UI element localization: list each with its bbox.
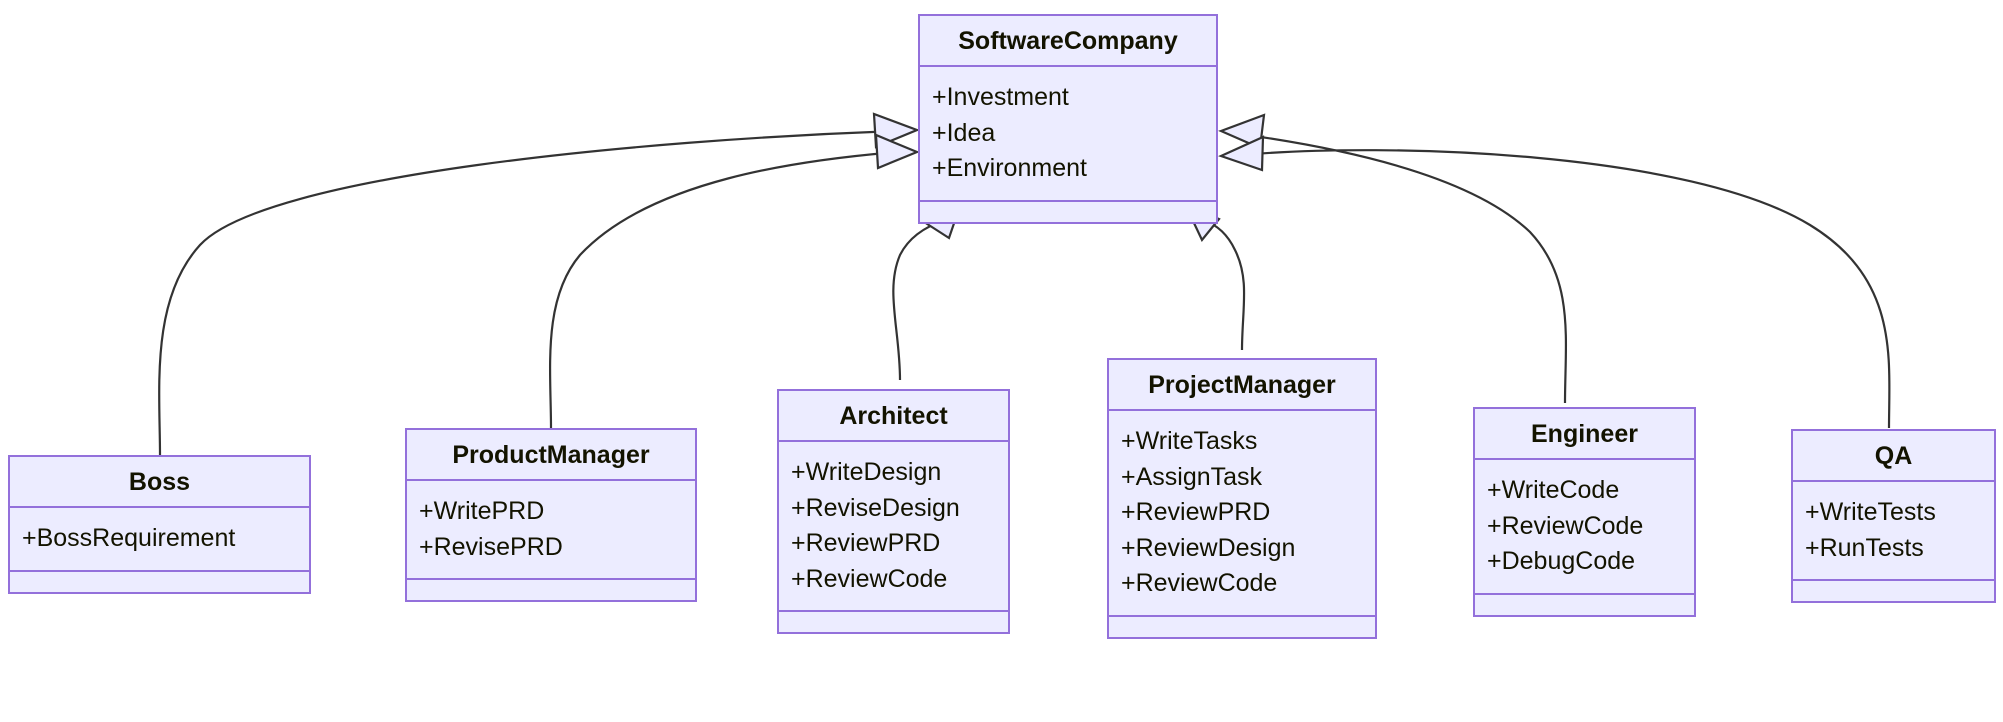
class-attribute: +RevisePRD [419, 532, 563, 561]
class-attribute: +ReviewCode [1121, 569, 1278, 598]
class-attribute: +ReviewPRD [1121, 498, 1271, 527]
class-attribute: +WriteCode [1487, 476, 1620, 505]
class-attribute: +ReviewDesign [1121, 533, 1296, 562]
class-attribute: +Environment [932, 154, 1087, 183]
class-node-productmanager[interactable]: ProductManager +WritePRD +RevisePRD [405, 428, 697, 603]
class-attribute: +WriteTasks [1121, 427, 1258, 456]
class-node-architect[interactable]: Architect +WriteDesign +ReviseDesign +Re… [777, 389, 1010, 635]
class-attributes-qa: +WriteTests +RunTests [1793, 482, 1994, 582]
class-attribute: +DebugCode [1487, 547, 1636, 576]
class-methods-qa [1793, 581, 1994, 601]
class-attribute: +RunTests [1805, 533, 1924, 562]
class-attribute: +WritePRD [419, 497, 545, 526]
class-attribute: +BossRequirement [22, 524, 236, 553]
class-attribute: +ReviewCode [791, 564, 948, 593]
class-title-engineer: Engineer [1475, 409, 1694, 461]
inheritance-arrowhead-qa [1218, 135, 1265, 172]
class-attributes-productmanager: +WritePRD +RevisePRD [407, 481, 695, 581]
class-methods-architect [779, 612, 1008, 632]
class-attributes-softwarecompany: +Investment +Idea +Environment [920, 67, 1216, 202]
inheritance-arrowhead-engineer [1218, 113, 1266, 150]
class-attribute: +Investment [932, 83, 1069, 112]
class-title-qa: QA [1793, 431, 1994, 483]
class-node-qa[interactable]: QA +WriteTests +RunTests [1791, 429, 1996, 604]
class-node-boss[interactable]: Boss +BossRequirement [8, 455, 311, 594]
edge-architect-to-softwarecompany [892, 218, 946, 381]
class-title-softwarecompany: SoftwareCompany [920, 16, 1216, 68]
class-methods-engineer [1475, 595, 1694, 615]
class-title-architect: Architect [779, 391, 1008, 443]
class-methods-projectmanager [1109, 617, 1375, 637]
class-attribute: +ReviseDesign [791, 493, 960, 522]
class-attribute: +Idea [932, 118, 996, 147]
class-title-boss: Boss [10, 457, 309, 509]
class-methods-productmanager [407, 580, 695, 600]
edge-projectmanager-to-softwarecompany [1202, 218, 1246, 351]
class-attribute: +ReviewCode [1487, 511, 1644, 540]
class-attribute: +WriteDesign [791, 458, 942, 487]
class-title-productmanager: ProductManager [407, 430, 695, 482]
inheritance-arrowhead-productmanager [874, 133, 920, 170]
edge-productmanager-to-softwarecompany [549, 150, 898, 429]
class-node-engineer[interactable]: Engineer +WriteCode +ReviewCode +DebugCo… [1473, 407, 1696, 617]
class-node-softwarecompany[interactable]: SoftwareCompany +Investment +Idea +Envir… [918, 14, 1218, 224]
class-node-projectmanager[interactable]: ProjectManager +WriteTasks +AssignTask +… [1107, 358, 1377, 639]
class-attribute: +WriteTests [1805, 498, 1936, 527]
class-attribute: +AssignTask [1121, 462, 1263, 491]
class-attributes-engineer: +WriteCode +ReviewCode +DebugCode [1475, 460, 1694, 595]
class-attributes-projectmanager: +WriteTasks +AssignTask +ReviewPRD +Revi… [1109, 411, 1375, 617]
class-methods-softwarecompany [920, 202, 1216, 222]
class-attributes-boss: +BossRequirement [10, 508, 309, 572]
class-title-projectmanager: ProjectManager [1109, 360, 1375, 412]
class-attributes-architect: +WriteDesign +ReviseDesign +ReviewPRD +R… [779, 442, 1008, 613]
class-methods-boss [10, 572, 309, 592]
class-attribute: +ReviewPRD [791, 529, 941, 558]
inheritance-arrowhead-boss [872, 112, 921, 149]
